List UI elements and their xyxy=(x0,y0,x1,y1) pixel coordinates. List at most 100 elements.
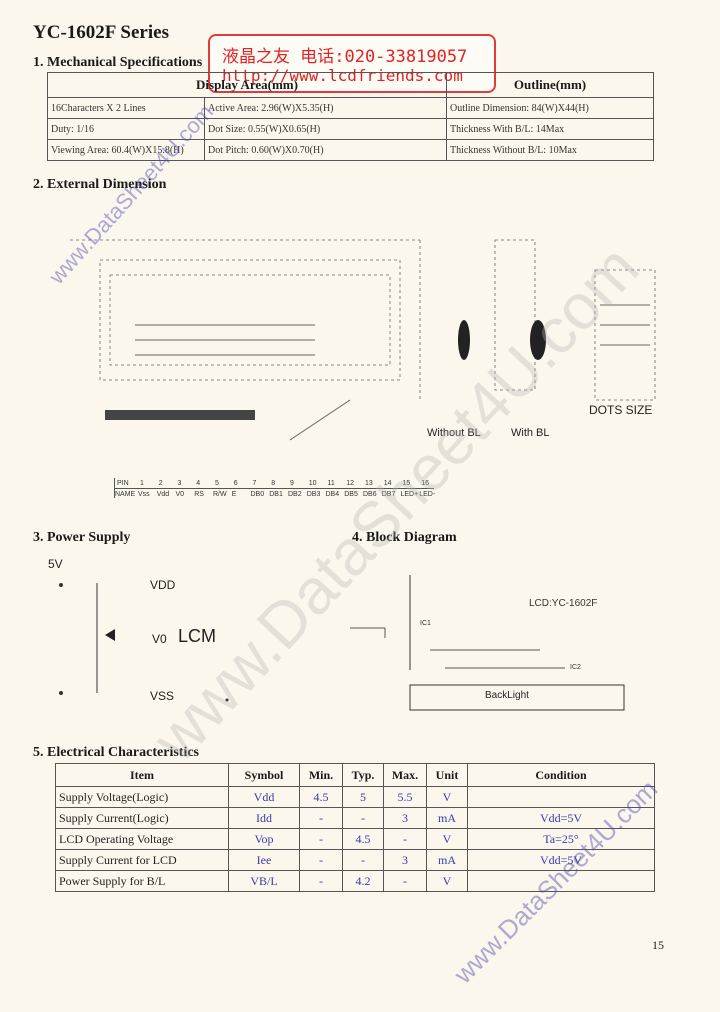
table-cell: 5 xyxy=(342,786,384,808)
pin-number: 15 xyxy=(402,480,411,487)
table-cell: LCD Operating Voltage xyxy=(55,828,229,850)
power-supply-diagram xyxy=(59,583,229,702)
table-cell: - xyxy=(299,870,343,892)
pin-number: 7 xyxy=(252,480,257,487)
header-typ: Typ. xyxy=(342,763,384,787)
lens-without-bl xyxy=(458,320,470,360)
pin-number: 11 xyxy=(327,480,335,487)
pin-name: R/W xyxy=(213,491,227,498)
pin-number: 10 xyxy=(308,480,317,487)
pin-name: DB6 xyxy=(363,491,377,498)
label-without-bl: Without BL xyxy=(427,427,481,439)
table-cell: - xyxy=(383,870,427,892)
label-with-bl: With BL xyxy=(511,427,550,439)
pin-name: Vss xyxy=(138,491,150,498)
pin-name: DB2 xyxy=(288,491,302,498)
pin-label: PIN xyxy=(117,480,129,487)
lens-with-bl xyxy=(530,320,546,360)
table-cell: - xyxy=(299,828,343,850)
header-display-area: Display Area(mm) xyxy=(47,72,447,98)
label-ic2: IC2 xyxy=(570,664,581,671)
section-electrical: 5. Electrical Characteristics xyxy=(33,745,199,760)
table-header-row: Item Symbol Min. Typ. Max. Unit Conditio… xyxy=(55,763,655,787)
table-cell: 4.5 xyxy=(342,828,384,850)
table-row: Viewing Area: 60.4(W)X15.8(H) Dot Pitch:… xyxy=(47,139,654,161)
table-cell: - xyxy=(342,849,384,871)
pin-name: DB7 xyxy=(381,491,396,498)
table-cell: 3 xyxy=(383,849,427,871)
pin-name: V0 xyxy=(175,491,185,498)
pin-name: Vdd xyxy=(156,491,170,498)
table-cell: Power Supply for B/L xyxy=(55,870,229,892)
table-cell: Outline Dimension: 84(W)X44(H) xyxy=(446,97,654,119)
page-title: YC-1602F Series xyxy=(33,22,169,43)
pin-number: 6 xyxy=(233,480,238,487)
page-number: 15 xyxy=(652,938,664,952)
label-lcm: LCM xyxy=(178,626,217,646)
pin-name: LED- xyxy=(419,491,436,498)
pin-number: 9 xyxy=(290,480,294,487)
table-cell: Supply Current(Logic) xyxy=(55,807,229,829)
table-row: 16Characters X 2 Lines Active Area: 2.96… xyxy=(47,97,654,119)
table-cell: Thickness With B/L: 14Max xyxy=(446,118,654,140)
section-block-diagram: 4. Block Diagram xyxy=(352,530,457,545)
table-cell: Iee xyxy=(228,849,300,871)
pin-number: 5 xyxy=(215,480,219,487)
pin-number: 4 xyxy=(196,480,201,487)
header-item: Item xyxy=(55,763,229,787)
potentiometer-arrow-icon xyxy=(105,629,115,641)
label-5v: 5V xyxy=(48,557,63,571)
pin-number: 3 xyxy=(177,480,182,487)
pin-name: DB1 xyxy=(269,491,283,498)
table-cell: 4.2 xyxy=(342,870,384,892)
header-outline: Outline(mm) xyxy=(446,72,654,98)
label-vss: VSS xyxy=(150,689,175,703)
label-v0: V0 xyxy=(152,632,167,646)
pin-number: 12 xyxy=(346,480,355,487)
stamp-phone: 液晶之友 电话:020-33819057 xyxy=(222,47,468,67)
table-cell: mA xyxy=(426,807,468,829)
table-cell: - xyxy=(383,828,427,850)
table-cell: Dot Size: 0.55(W)X0.65(H) xyxy=(204,118,447,140)
table-cell: 5.5 xyxy=(383,786,427,808)
table-cell: Viewing Area: 60.4(W)X15.8(H) xyxy=(47,139,205,161)
table-cell: V xyxy=(426,786,468,808)
table-cell: Idd xyxy=(228,807,300,829)
pin-name: DB3 xyxy=(306,491,321,498)
pin-number: 13 xyxy=(365,480,373,487)
table-cell: Vdd=5V xyxy=(467,807,655,829)
table-cell: 4.5 xyxy=(299,786,343,808)
table-cell: - xyxy=(342,807,384,829)
header-symbol: Symbol xyxy=(228,763,300,787)
table-cell: Vdd xyxy=(228,786,300,808)
table-cell: V xyxy=(426,870,468,892)
header-unit: Unit xyxy=(426,763,468,787)
label-lcd-model: LCD:YC-1602F xyxy=(529,598,598,609)
header-max: Max. xyxy=(383,763,427,787)
pin-name: E xyxy=(231,491,237,498)
label-vdd: VDD xyxy=(150,578,176,592)
pin-number: 8 xyxy=(271,480,276,487)
table-cell: mA xyxy=(426,849,468,871)
pin-number: 16 xyxy=(421,480,430,487)
table-cell: Supply Current for LCD xyxy=(55,849,229,871)
table-cell: Vop xyxy=(228,828,300,850)
block-diagram xyxy=(350,575,625,711)
table-cell: Active Area: 2.96(W)X5.35(H) xyxy=(204,97,447,119)
pin-name: LED+ xyxy=(400,491,419,498)
electrical-characteristics-table: Item Symbol Min. Typ. Max. Unit Conditio… xyxy=(55,763,655,892)
section-power-supply: 3. Power Supply xyxy=(33,530,131,545)
pin-name: DB0 xyxy=(250,491,265,498)
table-cell xyxy=(467,870,655,892)
pin-name: DB4 xyxy=(325,491,340,498)
table-cell: Dot Pitch: 0.60(W)X0.70(H) xyxy=(204,139,447,161)
table-cell: V xyxy=(426,828,468,850)
table-cell: 3 xyxy=(383,807,427,829)
table-cell: Supply Voltage(Logic) xyxy=(55,786,229,808)
table-cell: Thickness Without B/L: 10Max xyxy=(446,139,654,161)
table-cell: - xyxy=(299,807,343,829)
table-row: Duty: 1/16 Dot Size: 0.55(W)X0.65(H) Thi… xyxy=(47,118,654,140)
